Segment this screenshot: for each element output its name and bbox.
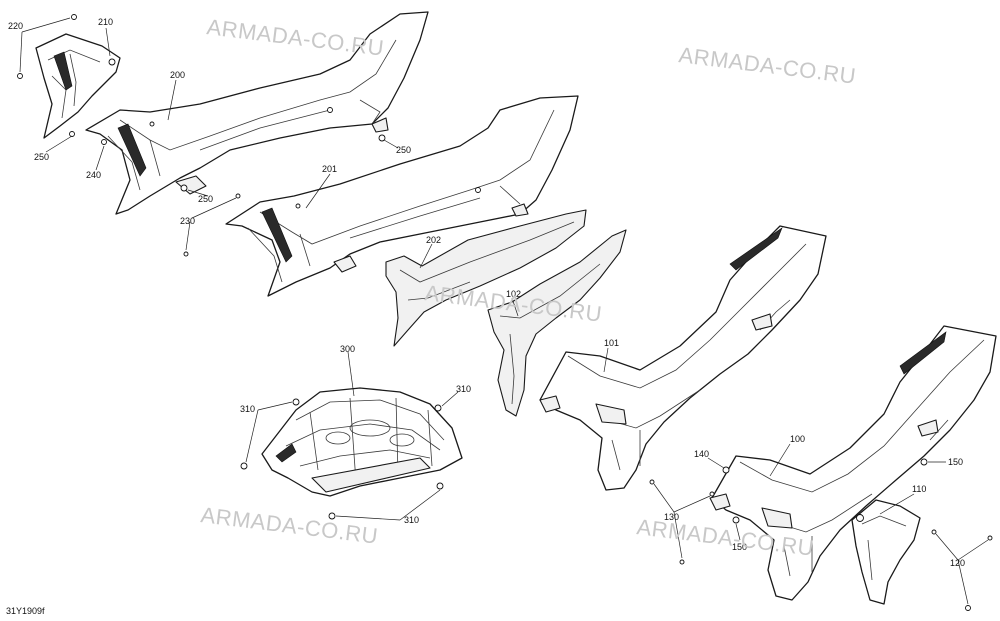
label-201: 201 xyxy=(322,164,337,174)
part-201-side-panel xyxy=(225,95,579,297)
label-250-right: 250 xyxy=(396,145,411,155)
fastener-120-a xyxy=(931,529,937,535)
fastener-250-right xyxy=(378,134,386,142)
fastener-250-mid xyxy=(180,184,188,192)
label-310-bottom: 310 xyxy=(404,515,419,525)
label-110: 110 xyxy=(912,484,926,494)
label-250-left: 250 xyxy=(34,152,49,162)
fastener-130-b xyxy=(709,491,715,497)
fastener-130-a xyxy=(649,479,655,485)
fastener-120-b xyxy=(987,535,993,541)
leader-lines xyxy=(19,17,989,605)
fastener-140 xyxy=(722,466,730,474)
label-240: 240 xyxy=(86,170,101,180)
part-300-tray xyxy=(261,387,463,497)
part-202-liner xyxy=(385,209,587,347)
part-101-side-panel xyxy=(539,225,827,491)
fastener-220-top xyxy=(71,14,77,20)
part-210-panel xyxy=(35,33,121,139)
fastener-230-b xyxy=(183,251,189,257)
fastener-130-c xyxy=(679,559,685,565)
part-110-panel xyxy=(851,499,921,605)
fastener-310-c xyxy=(240,462,248,470)
fastener-310-d xyxy=(328,512,336,520)
label-120: 120 xyxy=(950,558,965,568)
label-250-mid: 250 xyxy=(198,194,213,204)
label-150-left: 150 xyxy=(732,542,747,552)
label-230: 230 xyxy=(180,216,195,226)
fastener-120-c xyxy=(965,605,971,611)
fastener-310-e xyxy=(436,482,444,490)
label-210: 210 xyxy=(98,17,113,27)
watermark-4: ARMADA-CO.RU xyxy=(199,502,379,549)
label-150-right: 150 xyxy=(948,457,963,467)
part-200-side-panel xyxy=(85,11,429,215)
fastener-250-left xyxy=(69,131,75,137)
fastener-310-a xyxy=(292,398,300,406)
label-140: 140 xyxy=(694,449,709,459)
fastener-150-a xyxy=(732,516,740,524)
label-130: 130 xyxy=(664,512,679,522)
fastener-310-b xyxy=(434,404,442,412)
label-101: 101 xyxy=(604,338,619,348)
label-102: 102 xyxy=(506,289,521,299)
diagram-reference-code: 31Y1909f xyxy=(6,606,45,616)
part-100-side-panel xyxy=(709,325,997,601)
fasteners xyxy=(17,14,993,611)
part-labels: 210 220 200 250 240 250 250 230 201 202 … xyxy=(8,17,965,568)
part-102-liner xyxy=(487,229,627,417)
fastener-150-b xyxy=(920,458,928,466)
label-200: 200 xyxy=(170,70,185,80)
fastener-220-left xyxy=(17,73,23,79)
fastener-240 xyxy=(101,139,107,145)
label-100: 100 xyxy=(790,434,805,444)
label-220: 220 xyxy=(8,21,23,31)
watermark-1: ARMADA-CO.RU xyxy=(205,14,385,61)
watermark-2: ARMADA-CO.RU xyxy=(677,42,857,89)
label-300: 300 xyxy=(340,344,355,354)
label-310-left: 310 xyxy=(240,404,255,414)
label-310-right: 310 xyxy=(456,384,471,394)
label-202: 202 xyxy=(426,235,441,245)
fastener-230-a xyxy=(235,193,241,199)
